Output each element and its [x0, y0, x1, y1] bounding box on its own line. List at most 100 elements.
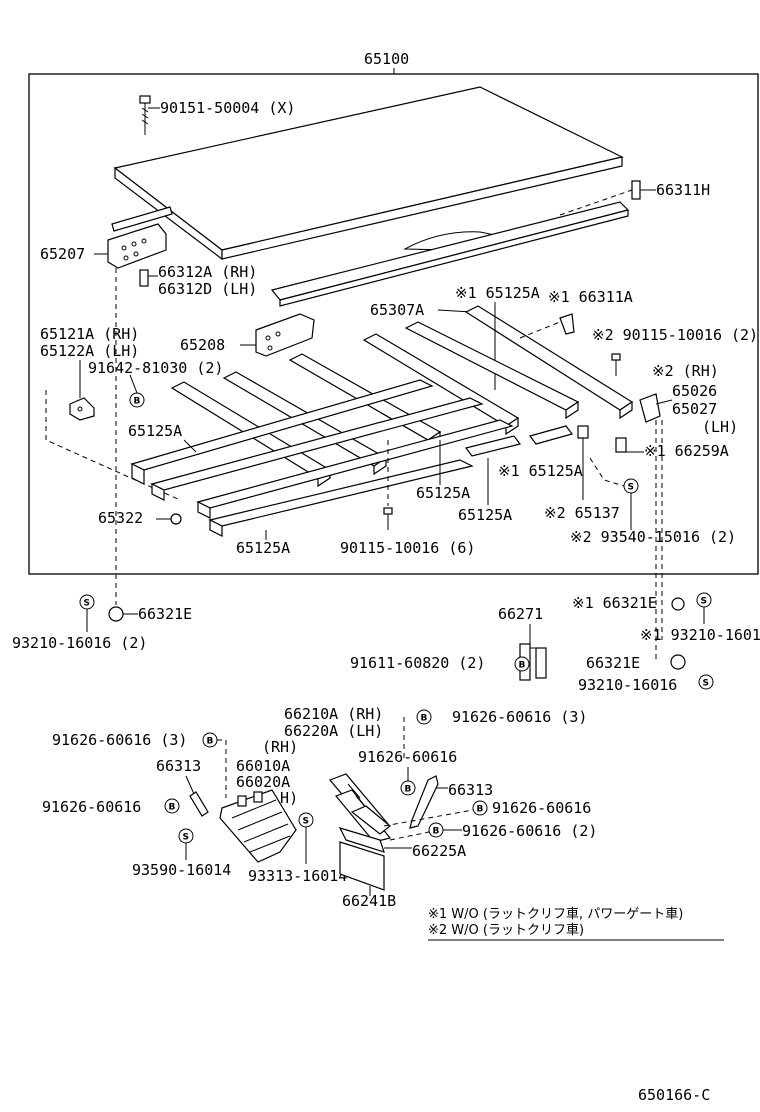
label-66321e-right: 66321E	[586, 654, 640, 672]
stud-symbol-93540-icon: S	[623, 478, 639, 494]
bolt-90151-icon	[139, 95, 160, 135]
label-66225a: 66225A	[412, 842, 466, 860]
spacer-66259a-icon	[615, 437, 644, 453]
label-66010a: 66010A	[236, 757, 290, 775]
label-65125a-note1: ※1 65125A	[455, 284, 540, 302]
label-66241b: 66241B	[342, 892, 396, 910]
label-66271: 66271	[498, 605, 543, 623]
pin-66312-icon	[139, 269, 158, 287]
bolt-symbol-91626-left-icon: B	[164, 798, 180, 814]
bolt-symbol-91626-3a-icon: B	[202, 732, 218, 748]
bracket-66313-left-icon	[189, 791, 209, 817]
label-66210a: 66210A (RH)	[284, 705, 383, 723]
label-65125a-a: 65125A	[128, 422, 182, 440]
short-rail-piece-1	[464, 435, 522, 457]
label-65207: 65207	[40, 245, 85, 263]
bolt-symbol-91611-icon: B	[514, 656, 530, 672]
label-90115-6: 90115-10016 (6)	[340, 539, 475, 557]
grommet-65322-icon	[156, 513, 182, 525]
stud-symbol-93210-right-icon: S	[698, 674, 714, 690]
label-91626-3b: 91626-60616 (3)	[452, 708, 587, 726]
label-66321e-note1: ※1 66321E	[572, 594, 657, 612]
label-66313-left: 66313	[156, 757, 201, 775]
label-91626-right1: 91626-60616	[358, 748, 457, 766]
svg-text:S: S	[628, 483, 634, 493]
label-66313-right: 66313	[448, 781, 493, 799]
label-rh2: (RH)	[262, 738, 298, 756]
label-lh: (LH)	[702, 418, 738, 436]
label-90115-note2: ※2 90115-10016 (2)	[592, 326, 758, 344]
label-65121a: 65121A (RH)	[40, 325, 139, 343]
rail-small-top-left	[111, 206, 173, 232]
bolt-90115-icon	[383, 507, 393, 530]
label-91626-2: 91626-60616 (2)	[462, 822, 597, 840]
mud-guard-66210a-icon	[328, 773, 392, 843]
label-66020a: 66020A	[236, 773, 290, 791]
label-91626-left: 91626-60616	[42, 798, 141, 816]
svg-text:B: B	[519, 661, 526, 671]
svg-text:S: S	[84, 599, 90, 609]
svg-text:S: S	[701, 597, 707, 607]
stud-symbol-93590-icon: S	[178, 828, 194, 844]
label-65322: 65322	[98, 509, 143, 527]
label-65307a: 65307A	[370, 301, 424, 319]
label-66220a: 66220A (LH)	[284, 722, 383, 740]
svg-text:B: B	[421, 714, 428, 724]
label-65125a-b: 65125A	[416, 484, 470, 502]
assembly-frame	[28, 73, 759, 575]
svg-text:S: S	[183, 833, 189, 843]
svg-text:B: B	[169, 803, 176, 813]
nut-66321e-left-icon	[108, 606, 138, 622]
bracket-65121a-icon	[69, 397, 95, 421]
nut-66321e-right-icon	[670, 654, 686, 670]
stud-symbol-93210-left-icon: S	[79, 594, 95, 610]
note-2: ※2 W/O (ラットクリフ車)	[428, 923, 584, 938]
label-90151: 90151-50004 (X)	[160, 99, 295, 117]
mud-guard-66010a-icon	[219, 789, 297, 863]
svg-text:S: S	[703, 679, 709, 689]
svg-text:B: B	[134, 397, 141, 407]
strip-66225a-icon	[338, 827, 412, 853]
svg-text:B: B	[405, 785, 412, 795]
label-93210-left: 93210-16016 (2)	[12, 634, 147, 652]
label-91626-3a: 91626-60616 (3)	[52, 731, 187, 749]
short-rail-piece-2	[528, 425, 574, 445]
label-66312d: 66312D (LH)	[158, 280, 257, 298]
label-93540: ※2 93540-15016 (2)	[570, 528, 736, 546]
label-66311a: ※1 66311A	[548, 288, 633, 306]
plug-66311h-icon	[559, 180, 656, 216]
label-66311h: 66311H	[656, 181, 710, 199]
figure-code: 650166-C	[638, 1086, 710, 1104]
bracket-65208-icon	[255, 313, 315, 357]
rail-65307a	[464, 305, 634, 420]
bracket-65026-icon	[639, 393, 673, 423]
label-66321e-left: 66321E	[138, 605, 192, 623]
label-93313: 93313-16014	[248, 867, 347, 885]
floor-panel	[113, 86, 624, 261]
label-66312a: 66312A (RH)	[158, 263, 257, 281]
mud-flap-66241b-icon	[339, 841, 385, 896]
label-91642: 91642-81030 (2)	[88, 359, 223, 377]
bracket-65207-icon	[94, 223, 167, 269]
bolt-90115-note2-icon	[611, 353, 621, 376]
label-66259a: ※1 66259A	[644, 442, 729, 460]
rail-65125a-center	[404, 321, 580, 420]
bolt-symbol-91626-3b-icon: B	[416, 709, 432, 725]
label-65122a: 65122A (LH)	[40, 342, 139, 360]
svg-text:B: B	[433, 827, 440, 837]
label-65137: ※2 65137	[544, 504, 620, 522]
label-rh-note2: ※2 (RH)	[652, 362, 719, 380]
svg-text:S: S	[303, 817, 309, 827]
stud-symbol-93313-icon: S	[298, 812, 314, 828]
label-93210-note1: ※1 93210-16016	[640, 626, 760, 644]
bolt-symbol-91626-2-icon: B	[428, 822, 444, 838]
note-1: ※1 W/O (ラットクリフ車, パワーゲート車)	[428, 907, 683, 922]
label-65125a-c: ※1 65125A	[498, 462, 583, 480]
clip-66311a-icon	[519, 313, 575, 339]
svg-text:B: B	[477, 805, 484, 815]
bolt-symbol-91642-icon: B	[129, 392, 145, 408]
label-65208: 65208	[180, 336, 225, 354]
assembly-number: 65100	[364, 50, 409, 68]
label-65125a-e: 65125A	[236, 539, 290, 557]
